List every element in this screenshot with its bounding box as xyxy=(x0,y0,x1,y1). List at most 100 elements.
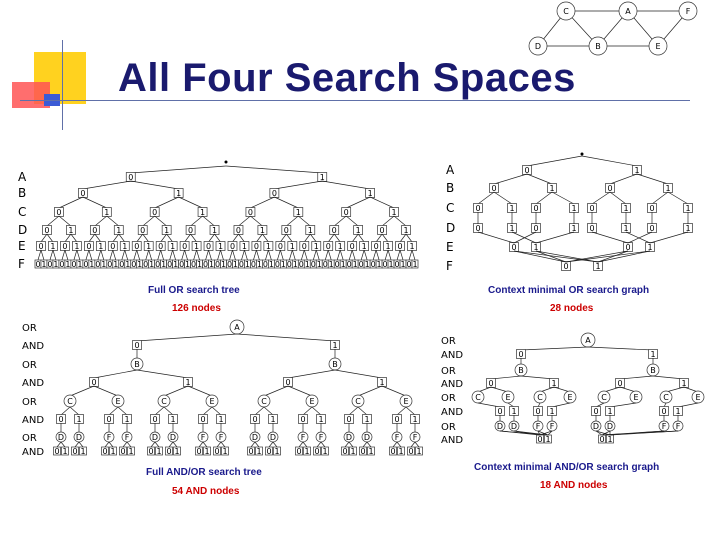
or-tree-edge xyxy=(265,249,269,261)
or-graph-edge xyxy=(493,173,528,185)
or-graph-node-D-label: 1 xyxy=(571,224,576,233)
or-tree-edge xyxy=(375,233,383,243)
or-tree-node-label: 0 xyxy=(248,208,253,217)
andor-tree-edge xyxy=(263,406,274,416)
andor-tree-node-D-val-label: 0 xyxy=(360,447,365,456)
or-graph-node-A xyxy=(522,165,532,175)
primal-node-E xyxy=(648,36,668,56)
andor-tree-edge xyxy=(396,406,407,416)
andor-graph-node-B-val xyxy=(549,378,559,388)
or-graph-edge xyxy=(511,231,537,244)
or-tree-edge xyxy=(300,249,305,261)
andor-tree-node-F-val xyxy=(415,446,423,456)
or-tree-node-label: 1 xyxy=(386,242,391,251)
andor-tree-node-C-val-label: 0 xyxy=(252,415,257,424)
or-tree-edge xyxy=(250,215,263,227)
or-tree-node xyxy=(78,188,88,198)
or-tree-edge xyxy=(190,215,203,227)
or-tree-edge xyxy=(384,249,389,261)
or-tree-edge xyxy=(46,215,60,227)
andor-tree-edge xyxy=(236,333,336,342)
or-tree-edge xyxy=(360,249,365,261)
andor-graph-row-label-and: AND xyxy=(441,350,463,361)
or-tree-count: 126 nodes xyxy=(172,303,221,314)
or-tree-edge xyxy=(253,249,257,261)
or-tree-node-label: 1 xyxy=(403,226,408,235)
or-tree-edge xyxy=(286,233,293,243)
or-tree-edge xyxy=(277,249,281,261)
andor-tree-edge xyxy=(60,441,66,448)
andor-graph-edge xyxy=(553,386,571,393)
andor-tree-node-C-val-label: 1 xyxy=(170,415,175,424)
andor-tree-node-D-label: D xyxy=(58,433,64,442)
andor-graph-edge xyxy=(601,430,611,436)
andor-tree-node-E-val-label: 0 xyxy=(200,415,205,424)
andor-graph-node-D-label: D xyxy=(497,422,503,431)
andor-tree-edge xyxy=(348,441,354,448)
or-tree-node-label: 0 xyxy=(203,260,208,269)
or-tree-node-label: 0 xyxy=(188,226,193,235)
or-graph-node-C-label: 1 xyxy=(509,204,514,213)
or-graph-row-label-B: B xyxy=(446,181,454,195)
or-tree-node-label: 0 xyxy=(323,260,328,269)
or-tree-edge xyxy=(136,233,143,243)
andor-tree-edge xyxy=(334,369,383,379)
andor-graph-edge xyxy=(619,375,654,380)
andor-tree-node-D-val xyxy=(155,446,163,456)
or-graph-edge xyxy=(565,250,629,263)
andor-tree-edge xyxy=(136,333,238,342)
andor-tree-node-C-val-label: 0 xyxy=(346,415,351,424)
andor-graph-edge xyxy=(539,430,553,436)
or-tree-node-label: 0 xyxy=(206,242,211,251)
or-tree-edge xyxy=(61,249,66,261)
andor-graph-leaf-label: 1 xyxy=(607,435,612,444)
or-tree-edge xyxy=(372,249,377,261)
or-tree-edge xyxy=(64,233,72,243)
or-tree-node-label: 1 xyxy=(104,208,109,217)
andor-tree-edge xyxy=(122,441,128,448)
andor-graph-node-D-label: D xyxy=(593,422,599,431)
or-tree-node-label: 0 xyxy=(371,260,376,269)
or-graph-edge xyxy=(627,231,653,244)
or-tree-node xyxy=(173,188,184,198)
or-graph-node-A xyxy=(632,165,642,175)
andor-graph-node-B-val xyxy=(486,378,496,388)
andor-tree-node-D-val xyxy=(61,446,69,456)
or-graph-edge xyxy=(667,191,689,205)
or-tree-row-label-A: A xyxy=(18,170,27,184)
andor-tree-node-E-label: E xyxy=(309,397,314,406)
or-graph-node-F xyxy=(561,261,571,271)
or-tree-edge xyxy=(327,233,335,243)
andor-tree-node-E-label: E xyxy=(115,397,120,406)
or-tree-node-label: 1 xyxy=(260,226,265,235)
or-tree-edge xyxy=(73,249,78,261)
or-tree-node-label: 0 xyxy=(311,260,316,269)
andor-graph-node-E-label: E xyxy=(505,393,510,402)
andor-tree-node-A-label: A xyxy=(234,323,240,332)
andor-graph-node-C-val-label: 0 xyxy=(593,407,598,416)
or-tree-edge xyxy=(387,249,392,261)
andor-tree-node-D-label: D xyxy=(346,433,352,442)
or-tree-edge xyxy=(411,249,416,261)
or-tree-node-label: 0 xyxy=(230,242,235,251)
or-tree-node-label: 0 xyxy=(332,226,337,235)
or-tree-node-label: 1 xyxy=(164,226,169,235)
or-tree-node-label: 0 xyxy=(335,260,340,269)
or-tree-node xyxy=(245,207,256,217)
andor-tree-node-D-val xyxy=(349,446,357,456)
or-tree-node-label: 1 xyxy=(74,242,79,251)
andor-tree-node-B-val-label: 0 xyxy=(91,378,96,387)
or-graph-edge xyxy=(513,250,567,263)
primal-node-D xyxy=(528,36,548,56)
or-tree-node-label: 0 xyxy=(44,226,49,235)
andor-tree-edge xyxy=(78,441,84,448)
or-tree-node-label: 1 xyxy=(308,226,313,235)
andor-tree-node-D-val xyxy=(147,446,155,456)
andor-graph-row-label-and: AND xyxy=(441,407,463,418)
or-graph-node-C-label: 0 xyxy=(649,204,654,213)
or-tree-edge xyxy=(109,249,114,261)
or-graph-edge xyxy=(581,155,638,167)
or-tree-edge xyxy=(169,249,173,261)
or-tree-node-label: 0 xyxy=(347,260,352,269)
or-tree-edge xyxy=(274,180,323,190)
